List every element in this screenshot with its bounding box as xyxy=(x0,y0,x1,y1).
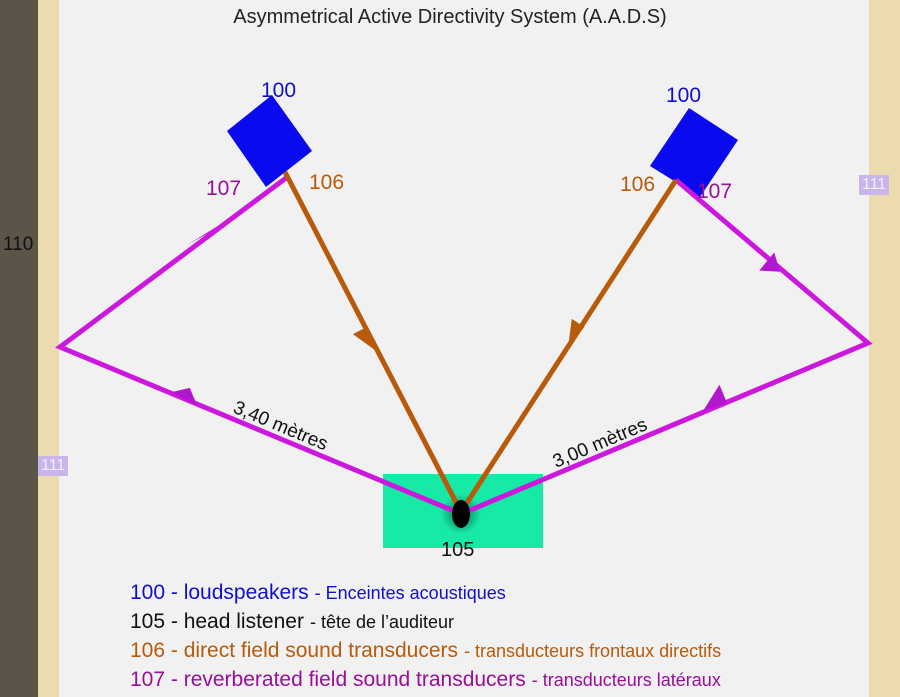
label-speaker-right: 100 xyxy=(666,84,702,107)
distance-label-right: 3,00 mètres xyxy=(550,414,651,472)
label-reverb-right: 107 xyxy=(697,180,733,203)
legend-fr: - Enceintes acoustiques xyxy=(314,583,506,603)
label-wall: 110 xyxy=(3,234,34,255)
legend-code: 107 - reverberated field sound transduce… xyxy=(130,668,526,691)
wall-dark xyxy=(0,0,38,697)
reverb-arrow-left-2 xyxy=(172,387,198,407)
legend-row-reverberated: 107 - reverberated field sound transduce… xyxy=(130,665,721,694)
legend-fr: - tête de l’auditeur xyxy=(309,612,455,632)
legend-fr: - transducteurs latéraux xyxy=(531,670,721,690)
speaker-left xyxy=(227,95,312,187)
legend-code: 100 - loudspeakers xyxy=(130,581,309,604)
reverb-path-right xyxy=(460,178,873,517)
legend: 100 - loudspeakers- Enceintes acoustique… xyxy=(130,578,721,694)
label-reverb-left: 107 xyxy=(206,177,242,200)
label-lateral-right: 111 xyxy=(859,175,890,195)
legend-row-direct: 106 - direct field sound transducers- tr… xyxy=(130,636,721,665)
label-direct-left: 106 xyxy=(309,171,345,194)
reverb-path-left xyxy=(54,175,462,517)
reverb-arrow-right-2 xyxy=(703,384,728,411)
speaker-right xyxy=(650,108,738,197)
label-lateral-left: 111 xyxy=(38,456,69,476)
reverb-arrow-left-1 xyxy=(187,223,222,245)
legend-row-head-listener: 105 - head listener- tête de l’auditeur xyxy=(130,607,721,636)
legend-row-loudspeakers: 100 - loudspeakers- Enceintes acoustique… xyxy=(130,578,721,607)
head-listener xyxy=(452,500,470,528)
label-head: 105 xyxy=(441,539,475,561)
direct-arrow-right xyxy=(568,318,585,348)
label-direct-right: 106 xyxy=(620,173,656,196)
legend-fr: - transducteurs frontaux directifs xyxy=(464,641,722,661)
reverb-arrow-right-1 xyxy=(759,252,780,272)
wall-left xyxy=(38,0,59,697)
wall-right xyxy=(869,0,900,697)
legend-code: 106 - direct field sound transducers xyxy=(130,639,459,662)
diagram-title: Asymmetrical Active Directivity System (… xyxy=(233,6,667,28)
direct-arrow-left xyxy=(352,327,379,353)
legend-code: 105 - head listener xyxy=(130,610,304,633)
label-speaker-left: 100 xyxy=(261,79,297,102)
